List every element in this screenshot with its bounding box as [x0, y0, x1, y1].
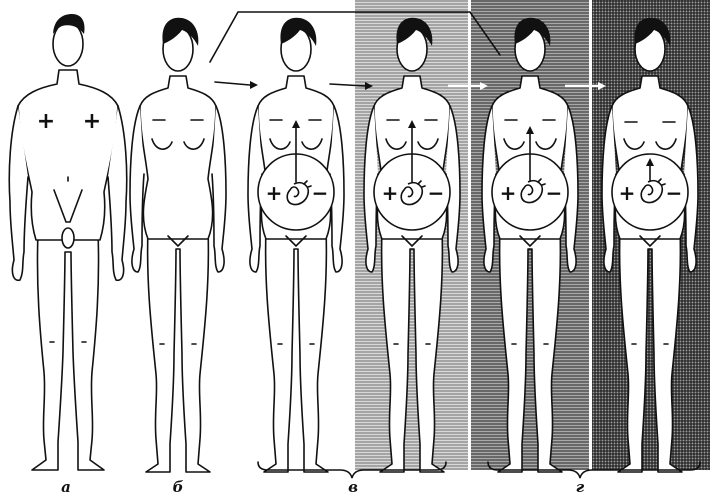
pregnant-figure-1 [248, 18, 344, 472]
label-g: г [576, 478, 585, 496]
sign-minus-2: − [428, 181, 445, 205]
female-figure-icon [130, 18, 226, 472]
label-v: в [348, 478, 358, 496]
sign-plus-1: + [266, 181, 283, 205]
arrow-icon [330, 82, 373, 90]
sign-plus-3: + [500, 181, 517, 205]
male-figure-icon [9, 14, 126, 470]
sign-plus-4: + [619, 181, 636, 205]
sign-minus-4: − [666, 181, 683, 205]
label-b: б [173, 478, 184, 496]
sign-minus-1: − [312, 181, 329, 205]
sign-minus-3: − [546, 181, 563, 205]
male-plus-left: + [37, 109, 55, 134]
arrow-icon [215, 81, 258, 89]
sign-plus-2: + [382, 181, 399, 205]
male-plus-right: + [83, 109, 101, 134]
label-a: а [61, 478, 71, 496]
